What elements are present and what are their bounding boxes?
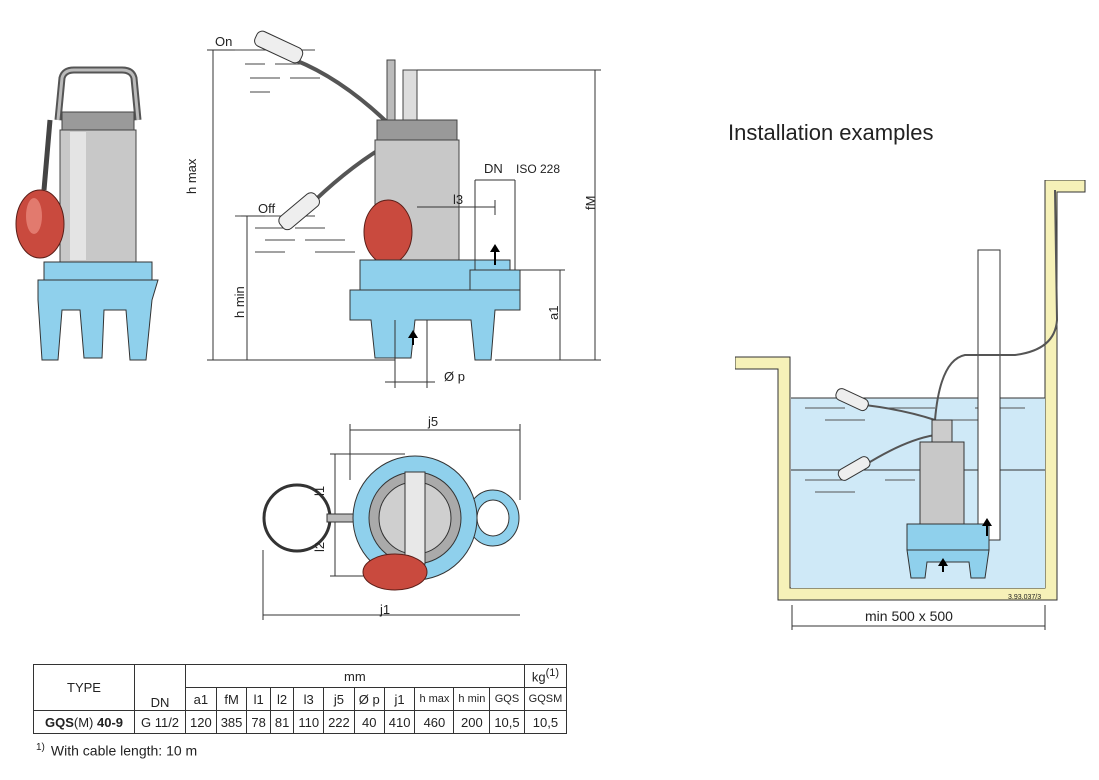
label-h-min: h min bbox=[232, 286, 247, 318]
value-cell: 40 bbox=[353, 710, 385, 734]
value-cell: 10,5 bbox=[523, 710, 568, 734]
value-cell: 120 bbox=[185, 710, 217, 734]
type-header: TYPE bbox=[33, 664, 135, 711]
label-h-max: h max bbox=[184, 158, 199, 194]
label-on: On bbox=[215, 34, 233, 49]
type-cell: GQS(M) 40-9 bbox=[33, 710, 135, 734]
installation-title: Installation examples bbox=[728, 120, 934, 145]
label-j1: j1 bbox=[380, 602, 391, 617]
value-cell: 222 bbox=[323, 710, 355, 734]
col-header-dn: DN bbox=[134, 664, 186, 711]
label-j5: j5 bbox=[428, 414, 439, 429]
label-l3: l3 bbox=[453, 192, 464, 207]
label-iso: ISO 228 bbox=[516, 162, 561, 176]
value-cell: 385 bbox=[215, 710, 248, 734]
label-l2: l2 bbox=[312, 541, 327, 552]
value-cell: 10,5 bbox=[489, 710, 525, 734]
value-cell: 81 bbox=[269, 710, 295, 734]
value-cell: 460 bbox=[414, 710, 455, 734]
col-header: h min bbox=[453, 687, 491, 711]
pump-plan-view bbox=[262, 424, 521, 620]
value-cell: 200 bbox=[453, 710, 491, 734]
col-header: l2 bbox=[269, 687, 295, 711]
installation-diagram bbox=[735, 180, 1086, 630]
value-cell: 110 bbox=[293, 710, 325, 734]
label-fm: fM bbox=[583, 195, 598, 210]
label-min-size: min 500 x 500 bbox=[865, 608, 953, 624]
col-header: l1 bbox=[246, 687, 271, 711]
value-cell: G 11/2 bbox=[134, 710, 186, 734]
kg-header: kg(1) bbox=[523, 664, 568, 688]
label-l1: l1 bbox=[312, 485, 327, 496]
footnote-text: With cable length: 10 m bbox=[50, 742, 198, 759]
footnote: 1) With cable length: 10 m bbox=[36, 742, 197, 759]
value-cell: 78 bbox=[246, 710, 271, 734]
col-header: h max bbox=[414, 687, 455, 711]
col-header: fM bbox=[215, 687, 248, 711]
label-off: Off bbox=[258, 201, 276, 216]
col-header: l3 bbox=[293, 687, 325, 711]
mm-header: mm bbox=[185, 664, 525, 688]
label-dn: DN bbox=[484, 161, 503, 176]
col-header: j1 bbox=[383, 687, 416, 711]
ref-code: 3.93.037/3 bbox=[1008, 594, 1042, 601]
col-header: GQSM bbox=[523, 687, 568, 711]
col-header: Ø p bbox=[353, 687, 385, 711]
col-header: j5 bbox=[323, 687, 355, 711]
label-a1: a1 bbox=[546, 305, 561, 320]
pump-side-view bbox=[15, 66, 159, 361]
col-header: a1 bbox=[185, 687, 217, 711]
pump-elevation-drawing bbox=[207, 30, 601, 388]
col-header: GQS bbox=[489, 687, 525, 711]
value-cell: 410 bbox=[383, 710, 416, 734]
label-dia-p: Ø p bbox=[444, 369, 465, 384]
footnote-marker: 1) bbox=[36, 742, 45, 753]
